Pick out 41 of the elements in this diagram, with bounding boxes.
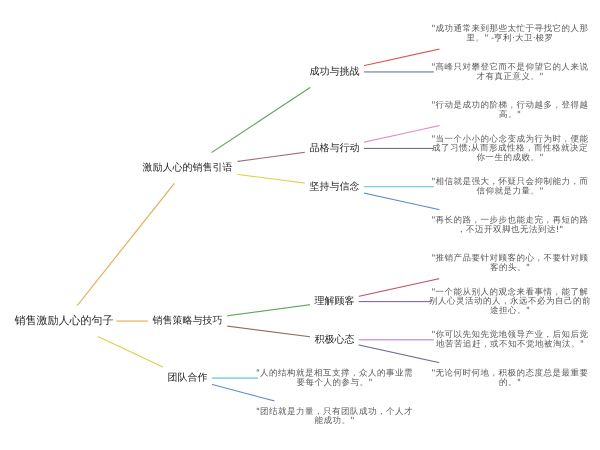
node-text: "相信就是强大，怀疑只会抑制能力，而信仰就是力量。" xyxy=(432,177,588,197)
connector xyxy=(211,86,311,154)
node-text: "你可以先知先觉地领导产业，后知后觉地苦苦追赶，或不知不觉地被淘汰。" xyxy=(432,330,588,350)
connector xyxy=(358,278,440,297)
connector xyxy=(237,152,305,162)
connector xyxy=(212,377,258,379)
node-text: "推销产品要针对顾客的心，不要针对顾客的头。" xyxy=(432,254,588,274)
node-text: "高峰只对攀登它而不是仰望它的人来说才有真正意义。" xyxy=(432,62,588,82)
connector xyxy=(364,71,434,73)
connector xyxy=(227,326,310,338)
connector xyxy=(98,336,164,368)
node-text: 坚持与信念 xyxy=(309,181,360,192)
connector xyxy=(358,339,434,340)
node-text: "团结就是力量，只有团队成功，个人才能成功。" xyxy=(256,406,413,426)
node-text: "再长的路，一步步也能走完，再短的路，不迈开双脚也无法到达!" xyxy=(432,215,588,235)
connector xyxy=(364,192,440,210)
connector xyxy=(358,300,432,302)
node-text: 团队合作 xyxy=(167,372,208,384)
node-text: 激励人心的销售引语 xyxy=(142,162,232,174)
connector xyxy=(227,304,310,316)
connector xyxy=(364,125,440,143)
connector xyxy=(358,344,440,364)
node-text: "成功通常来到那些太忙于寻找它的人那里。" -亨利·大卫·梭罗 xyxy=(432,24,588,44)
node-text: "人的结构就是相互支撑，众人的事业需要每个人的参与。" xyxy=(256,368,413,388)
connector xyxy=(364,48,440,66)
connector xyxy=(364,186,434,188)
node-text: 理解顾客 xyxy=(314,296,354,308)
node-text: 销售策略与技巧 xyxy=(152,316,222,327)
connector xyxy=(76,183,175,306)
node-text: "行动是成功的阶梯，行动越多，登得越高。" xyxy=(432,100,588,120)
node-text: 积极心态 xyxy=(314,334,354,346)
node-text: 成功与挑战 xyxy=(309,66,360,78)
node-text: "无论何时何地，积极的态度总是最重要的。" xyxy=(432,368,588,388)
connector xyxy=(212,384,275,402)
node-text: "当一个小小的心念变成为行为时，便能成了习惯;从而形成性格，而性格就决定你一生的成败。" xyxy=(432,134,588,163)
connector xyxy=(364,148,434,150)
connector xyxy=(237,174,305,184)
node-text: "一个能从别人的观念来看事情，能了解别人心灵活动的人，永远不必为自己的前途担心。" xyxy=(429,287,591,316)
connector xyxy=(116,320,148,322)
node-text: 品格与行动 xyxy=(309,143,360,154)
node-text: 销售激励人心的句子 xyxy=(14,314,114,327)
